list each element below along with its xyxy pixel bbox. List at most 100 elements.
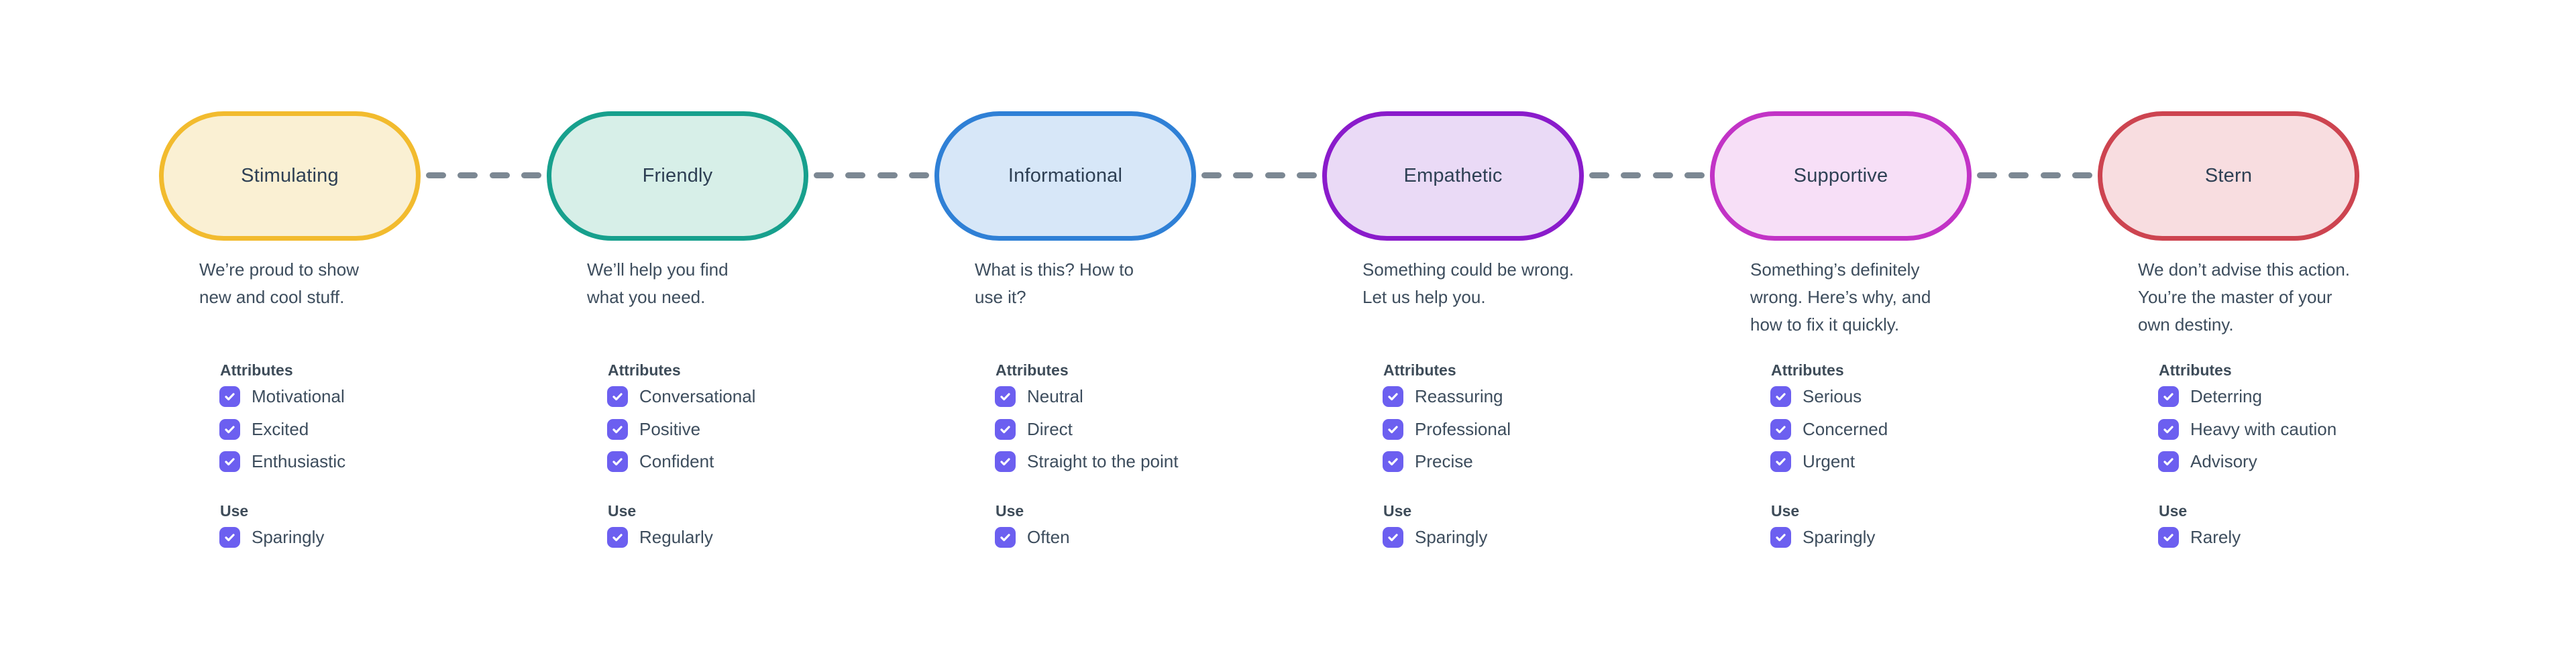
dashed-connector [426, 172, 541, 178]
tone-column: Stern We don’t advise this action. You’r… [2098, 111, 2485, 607]
attributes-heading: Attributes [1771, 361, 1844, 379]
connector-dash [1652, 172, 1673, 178]
attributes-heading: Attributes [996, 361, 1069, 379]
tone-description: Something could be wrong. Let us help yo… [1362, 259, 1574, 307]
use-heading: Use [608, 502, 637, 520]
checkmark-icon [1776, 425, 1786, 433]
checkmark-icon [1776, 533, 1786, 541]
connector-dash [845, 172, 866, 178]
checkbox[interactable] [1770, 526, 1791, 548]
connector-dash [426, 172, 446, 178]
use-checkbox-row[interactable]: Rarely [2158, 526, 2241, 548]
connector-dash [1684, 172, 1705, 178]
checkmark-icon [2163, 457, 2174, 465]
checkbox[interactable] [2158, 386, 2179, 407]
tone-node-label: Supportive [1793, 165, 1888, 186]
attribute-checkbox-row[interactable]: Precise [1383, 451, 1473, 472]
use-checkbox-row[interactable]: Regularly [607, 526, 713, 548]
use-checkbox-row[interactable]: Sparingly [219, 526, 324, 548]
checkbox-label: Deterring [2190, 386, 2262, 406]
use-checkbox-row[interactable]: Sparingly [1770, 526, 1875, 548]
checkbox[interactable] [2158, 526, 2179, 548]
checkbox[interactable] [219, 418, 240, 440]
tone-description: Something’s definitely wrong. Here’s why… [1750, 259, 1931, 335]
tone-column: Stimulating We’re proud to show new and … [159, 111, 547, 607]
checkbox[interactable] [219, 386, 240, 407]
attribute-checkbox-row[interactable]: Enthusiastic [219, 451, 345, 472]
tone-node: Informational [934, 111, 1196, 241]
checkmark-icon [225, 392, 235, 400]
connector-dash [1621, 172, 1642, 178]
checkbox-label: Urgent [1803, 451, 1856, 471]
checkbox[interactable] [219, 451, 240, 472]
use-checkbox-row[interactable]: Sparingly [1383, 526, 1487, 548]
checkbox[interactable] [1770, 451, 1791, 472]
attribute-checkbox-row[interactable]: Confident [607, 451, 714, 472]
attribute-checkbox-row[interactable]: Heavy with caution [2158, 418, 2337, 440]
checkbox-label: Regularly [639, 526, 713, 547]
tone-description: We don’t advise this action. You’re the … [2138, 259, 2351, 335]
checkbox-label: Advisory [2190, 451, 2257, 471]
connector-dash [1589, 172, 1609, 178]
checkbox[interactable] [1770, 418, 1791, 440]
tone-column: Informational What is this? How to use i… [934, 111, 1322, 607]
checkmark-icon [1000, 457, 1010, 465]
tone-node: Supportive [1710, 111, 1972, 241]
attribute-checkbox-row[interactable]: Serious [1770, 386, 1862, 407]
checkmark-icon [1000, 392, 1010, 400]
attribute-checkbox-row[interactable]: Deterring [2158, 386, 2262, 407]
checkbox[interactable] [1770, 386, 1791, 407]
checkbox[interactable] [2158, 418, 2179, 440]
checkbox-label: Sparingly [252, 526, 325, 547]
checkmark-icon [1388, 533, 1398, 541]
checkbox[interactable] [995, 526, 1016, 548]
use-heading: Use [2159, 502, 2188, 520]
attribute-checkbox-row[interactable]: Motivational [219, 386, 345, 407]
use-checkbox-row[interactable]: Often [995, 526, 1070, 548]
checkmark-icon [225, 533, 235, 541]
checkmark-icon [612, 533, 623, 541]
attribute-checkbox-row[interactable]: Urgent [1770, 451, 1855, 472]
checkmark-icon [1776, 457, 1786, 465]
checkbox[interactable] [995, 386, 1016, 407]
checkmark-icon [2163, 392, 2174, 400]
checkmark-icon [1388, 457, 1398, 465]
checkmark-icon [225, 457, 235, 465]
attribute-checkbox-row[interactable]: Excited [219, 418, 309, 440]
checkbox[interactable] [995, 418, 1016, 440]
checkbox-label: Direct [1027, 418, 1073, 439]
checkbox[interactable] [607, 418, 628, 440]
checkbox[interactable] [995, 451, 1016, 472]
checkbox[interactable] [607, 526, 628, 548]
checkbox[interactable] [607, 386, 628, 407]
checkbox-label: Sparingly [1803, 526, 1876, 547]
checkbox[interactable] [219, 526, 240, 548]
tone-column: Empathetic Something could be wrong. Let… [1322, 111, 1710, 607]
checkbox[interactable] [1383, 386, 1403, 407]
attribute-checkbox-row[interactable]: Advisory [2158, 451, 2257, 472]
checkbox[interactable] [607, 451, 628, 472]
attributes-heading: Attributes [1383, 361, 1456, 379]
attribute-checkbox-row[interactable]: Conversational [607, 386, 755, 407]
checkbox[interactable] [1383, 451, 1403, 472]
checkmark-icon [225, 425, 235, 433]
checkmark-icon [1388, 425, 1398, 433]
attribute-checkbox-row[interactable]: Positive [607, 418, 700, 440]
connector-dash [2008, 172, 2029, 178]
attribute-checkbox-row[interactable]: Neutral [995, 386, 1083, 407]
checkbox[interactable] [1383, 418, 1403, 440]
checkbox[interactable] [2158, 451, 2179, 472]
attribute-checkbox-row[interactable]: Straight to the point [995, 451, 1178, 472]
tone-description: We’re proud to show new and cool stuff. [199, 259, 359, 307]
checkbox[interactable] [1383, 526, 1403, 548]
connector-dash [908, 172, 929, 178]
attribute-checkbox-row[interactable]: Concerned [1770, 418, 1888, 440]
attribute-checkbox-row[interactable]: Reassuring [1383, 386, 1503, 407]
attribute-checkbox-row[interactable]: Professional [1383, 418, 1511, 440]
checkmark-icon [1000, 533, 1010, 541]
checkbox-label: Serious [1803, 386, 1862, 406]
dashed-connector [814, 172, 929, 178]
tone-node: Stern [2098, 111, 2359, 241]
attribute-checkbox-row[interactable]: Direct [995, 418, 1073, 440]
